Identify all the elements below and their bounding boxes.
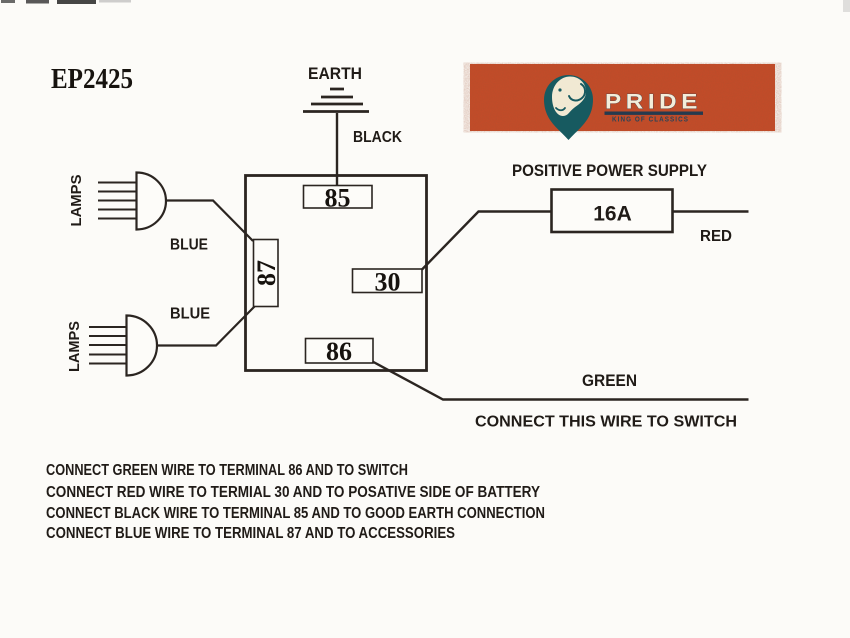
instruction-line-3: CONNECT BLACK WIRE TO TERMINAL 85 AND TO… [46, 505, 545, 522]
switch-note: CONNECT THIS WIRE TO SWITCH [475, 414, 737, 431]
terminal-30 [351, 268, 423, 294]
pride-logo: PRIDE KING OF CLASSICS [470, 64, 775, 140]
terminal-85 [302, 184, 373, 209]
lion-chin-detail [555, 107, 566, 112]
pride-brand-text: PRIDE [605, 91, 702, 114]
pride-underline [604, 111, 703, 115]
positive-power-supply-label: POSITIVE POWER SUPPLY [512, 162, 707, 180]
scan-artifacts [1, 0, 850, 12]
instruction-line-1: CONNECT GREEN WIRE TO TERMINAL 86 AND TO… [46, 462, 408, 479]
product-code: EP2425 [51, 64, 133, 95]
lamps-top-label: LAMPS [68, 175, 85, 227]
red-wire-left [421, 210, 551, 271]
terminal-86-label: 86 [326, 337, 352, 366]
lion-eye [558, 88, 562, 92]
blue-wire-top [166, 199, 254, 242]
pride-banner-texture [470, 64, 775, 131]
black-wire-label: BLACK [353, 129, 402, 146]
lamp-bottom: LAMPS [66, 314, 159, 377]
red-wire-label: RED [700, 228, 732, 245]
green-wire-label: GREEN [582, 372, 637, 390]
lamp-top: LAMPS [68, 171, 168, 231]
lamp-bottom-feed-lines [89, 326, 126, 365]
lion-mane-detail [568, 83, 587, 102]
blue-wire-bottom [157, 305, 256, 347]
terminal-85-label: 85 [325, 184, 351, 213]
green-wire [371, 360, 749, 401]
lamp-top-icon [135, 171, 168, 231]
blue-wire-top-label: BLUE [170, 237, 208, 254]
lamp-bottom-icon [125, 314, 159, 377]
lamp-top-feed-lines [98, 181, 136, 220]
earth-ground-icon [303, 87, 369, 113]
instruction-line-2: CONNECT RED WIRE TO TERMIAL 30 AND TO PO… [46, 484, 541, 501]
terminal-30-label: 30 [375, 268, 401, 297]
earth-label: EARTH [308, 65, 362, 83]
terminal-87-label: 87 [252, 260, 281, 286]
relay-box [244, 174, 428, 372]
blue-wire-bottom-label: BLUE [170, 306, 210, 323]
lamps-bottom-label: LAMPS [66, 321, 83, 372]
instructions-block: CONNECT GREEN WIRE TO TERMINAL 86 AND TO… [46, 462, 545, 542]
instruction-line-4: CONNECT BLUE WIRE TO TERMINAL 87 AND TO … [46, 525, 455, 542]
pride-tagline: KING OF CLASSICS [612, 117, 689, 124]
fuse-rating: 16A [593, 203, 632, 226]
terminal-86 [304, 337, 374, 364]
terminal-87 [252, 238, 279, 308]
